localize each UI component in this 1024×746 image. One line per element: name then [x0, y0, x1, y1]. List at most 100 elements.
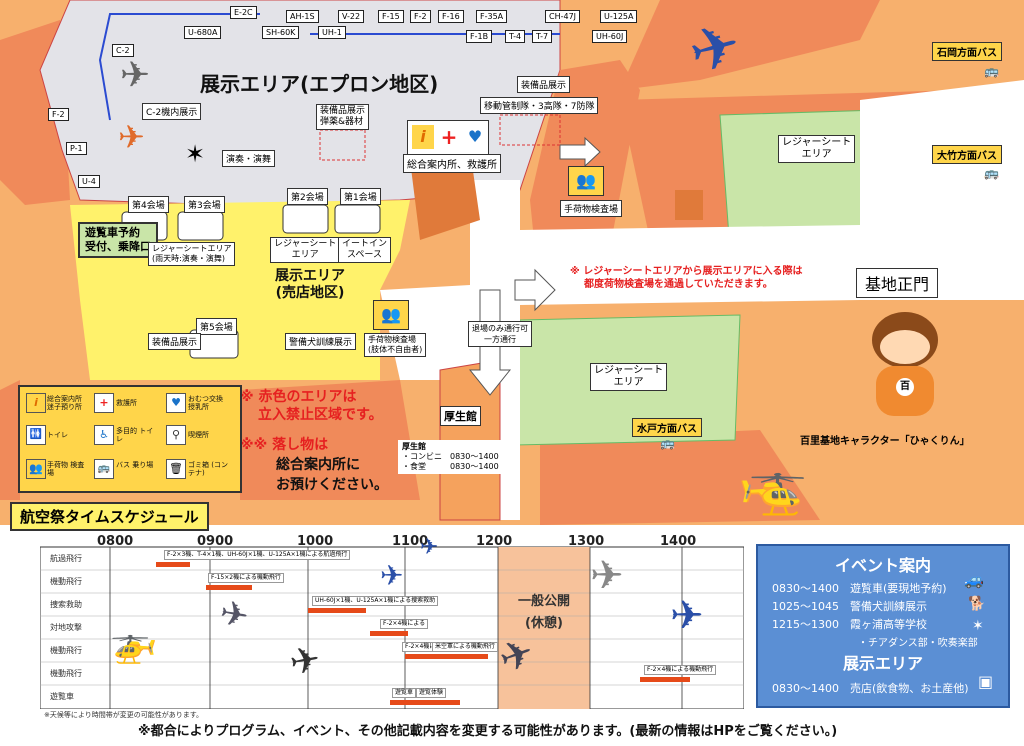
welfare-info: 厚生館 ・コンビニ 0830～1400 ・食堂 0830～1400 — [398, 440, 503, 474]
restricted-zone-top — [620, 0, 880, 90]
restroom-icon: 🚻 — [26, 425, 46, 445]
baby-care-icon: ♥ — [467, 127, 483, 146]
legend-label: 多目的 トイレ — [116, 427, 154, 443]
c2-airplane-icon: ✈ — [120, 55, 151, 96]
shop-title-line-2: (売店地区) — [275, 285, 345, 301]
legend-label: 救護所 — [116, 399, 137, 407]
baggage-check-icon: 👥 — [26, 459, 46, 479]
event-line: 1025～1045 警備犬訓練展示 — [772, 600, 927, 613]
baby-care-icon: ♥ — [166, 393, 186, 413]
break-label: 一般公開 (休憩) — [506, 591, 582, 635]
aircraft-label: V-22 — [338, 10, 365, 23]
schedule-title: 航空祭タイムスケジュール — [10, 502, 209, 531]
police-dog-label: 警備犬訓練展示 — [285, 333, 357, 350]
mito-bus-label: 水戸方面バス — [632, 418, 702, 437]
mobile-control-label: 移動管制隊・3高隊・7防隊 — [480, 97, 599, 114]
building-small — [675, 190, 703, 220]
hour-label: 0800 — [97, 534, 134, 549]
leisure-notice-line-1: ※ レジャーシートエリアから展示エリアに入る際は — [570, 266, 803, 277]
info-icons-panel: i + ♥ — [407, 120, 489, 156]
eat-in-line-1: イートイン — [342, 239, 388, 249]
break-line-1: 一般公開 — [517, 594, 570, 609]
c2-inside-label: C-2機内展示 — [142, 103, 202, 120]
leisure-right-label: レジャーシート エリア — [778, 135, 856, 163]
legend-label: 喫煙所 — [188, 431, 209, 439]
equip-display-label: 装備品展示 — [517, 76, 571, 93]
leisure-rain-label: レジャーシートエリア (雨天時:演奏・演舞) — [148, 242, 236, 266]
leisure-right-line-1: レジャーシート — [782, 137, 852, 148]
bar-label: 米空軍による機動飛行 — [432, 642, 498, 652]
info-center-label: 総合案内所、救護所 — [403, 154, 501, 173]
mascot-car-icon: 🚙 — [964, 570, 984, 589]
equip-exhibit-line-2: 弾薬&器材 — [320, 117, 364, 127]
lost-notice-line-1: ※※ 落し物は — [240, 437, 329, 453]
smoking-icon: ⚲ — [166, 425, 186, 445]
bus-icon: 🚌 — [660, 436, 675, 450]
jet-icon: ✈ — [590, 553, 624, 599]
equip-exhibit-line-1: 装備品展示 — [320, 106, 366, 116]
bus-icon: 🚌 — [984, 166, 999, 180]
equip-zone-outline — [319, 129, 366, 161]
leisure-sheet-line-1: レジャーシート — [274, 239, 337, 249]
sightseeing-reception: 遊覧車予約 受付、乗降口 — [78, 222, 158, 258]
restricted-notice: ※ 赤色のエリアは 立入禁止区域です。 — [240, 388, 383, 424]
welfare-info-line-2: ・食堂 0830～1400 — [402, 462, 499, 471]
shop-icon: ▣ — [978, 672, 994, 691]
hall-2-label: 第2会場 — [287, 188, 328, 205]
jet-icon: ✈ — [420, 535, 439, 560]
one-way-label: 退場のみ通行可 一方通行 — [468, 321, 532, 347]
lost-item-notice: ※※ 落し物は 総合案内所に お預けください。 — [240, 435, 388, 495]
hour-label: 1400 — [660, 534, 697, 549]
schedule-row-label: 機動飛行 — [50, 669, 82, 678]
event-line: ・チアダンス部・吹奏楽部 — [858, 638, 978, 649]
eat-in-label: イートイン スペース — [338, 237, 392, 263]
first-aid-icon: + — [94, 393, 114, 413]
baggage-check-2-line-2: (肢体不自由者) — [368, 345, 423, 354]
info-icon: i — [26, 393, 46, 413]
restricted-zone-bottom-right — [540, 430, 820, 525]
break-line-2: (休憩) — [525, 616, 563, 631]
schedule-main-note: ※都合によりプログラム、イベント、その他記載内容を変更する可能性があります。(最… — [138, 724, 838, 739]
aircraft-label: F-15 — [378, 10, 404, 23]
baggage-check-2-line-1: 手荷物検査場 — [368, 335, 416, 344]
hour-label: 0900 — [197, 534, 234, 549]
p1-airplane-icon: ✈ — [118, 118, 145, 156]
trash-icon: 🗑 — [166, 459, 186, 479]
otake-bus-label: 大竹方面バス — [932, 145, 1002, 164]
exhibit-area-line: 0830～1400 売店(飲食物、お土産他) — [772, 682, 969, 695]
dog-icon: 🐕 — [968, 596, 986, 612]
aircraft-label: P-1 — [66, 142, 87, 155]
aircraft-label: UH-60J — [592, 30, 628, 43]
leisure-rain-line-1: レジャーシートエリア — [152, 244, 232, 253]
ishioka-bus-label: 石岡方面バス — [932, 42, 1002, 61]
mascot-caption: 百里基地キャラクター「ひゃくりん」 — [800, 436, 970, 447]
aircraft-label: T-7 — [532, 30, 553, 43]
legend-label: バス 乗り場 — [116, 461, 154, 469]
bar-label: F-2×3機、T-4×1機、UH-60J×1機、U-125A×1機による航過飛行 — [164, 550, 351, 560]
aircraft-label: E-2C — [230, 6, 257, 19]
accessible-toilet-icon: ♿ — [94, 425, 114, 445]
aircraft-label: F-2 — [48, 108, 69, 121]
jet-icon: ✈ — [670, 593, 704, 639]
one-way-line-2: 一方通行 — [484, 335, 516, 344]
base-map: E-2C AH-1S V-22 F-15 F-2 F-16 F-35A CH-4… — [0, 0, 1024, 525]
info-icon: i — [412, 125, 434, 149]
lost-notice-line-2: 総合案内所に — [276, 457, 360, 473]
aircraft-label: AH-1S — [286, 10, 319, 23]
hour-label: 1200 — [476, 534, 513, 549]
leisure-bottom-label: レジャーシート エリア — [590, 363, 668, 391]
baggage-check-icon: 👥 — [568, 166, 604, 196]
baggage-check-label: 手荷物検査場 — [560, 200, 623, 217]
baggage-check-icon: 👥 — [373, 300, 409, 330]
leisure-notice: ※ レジャーシートエリアから展示エリアに入る際は 都度荷物検査場を通過していただ… — [570, 265, 803, 291]
cheer-icon: ✶ — [972, 618, 984, 634]
performer-icon: ✶ — [185, 140, 206, 168]
hall-5-label: 第5会場 — [196, 318, 237, 335]
mascot-hyakurin: 百 — [860, 312, 950, 422]
baggage-check-2-label: 手荷物検査場 (肢体不自由者) — [364, 333, 427, 357]
event-line: 1215～1300 霞ヶ浦高等学校 — [772, 618, 927, 631]
aircraft-label: UH-1 — [318, 26, 346, 39]
hall-1-label: 第1会場 — [340, 188, 381, 205]
gate-road — [860, 80, 1024, 300]
main-gate-label: 基地正門 — [856, 268, 939, 298]
